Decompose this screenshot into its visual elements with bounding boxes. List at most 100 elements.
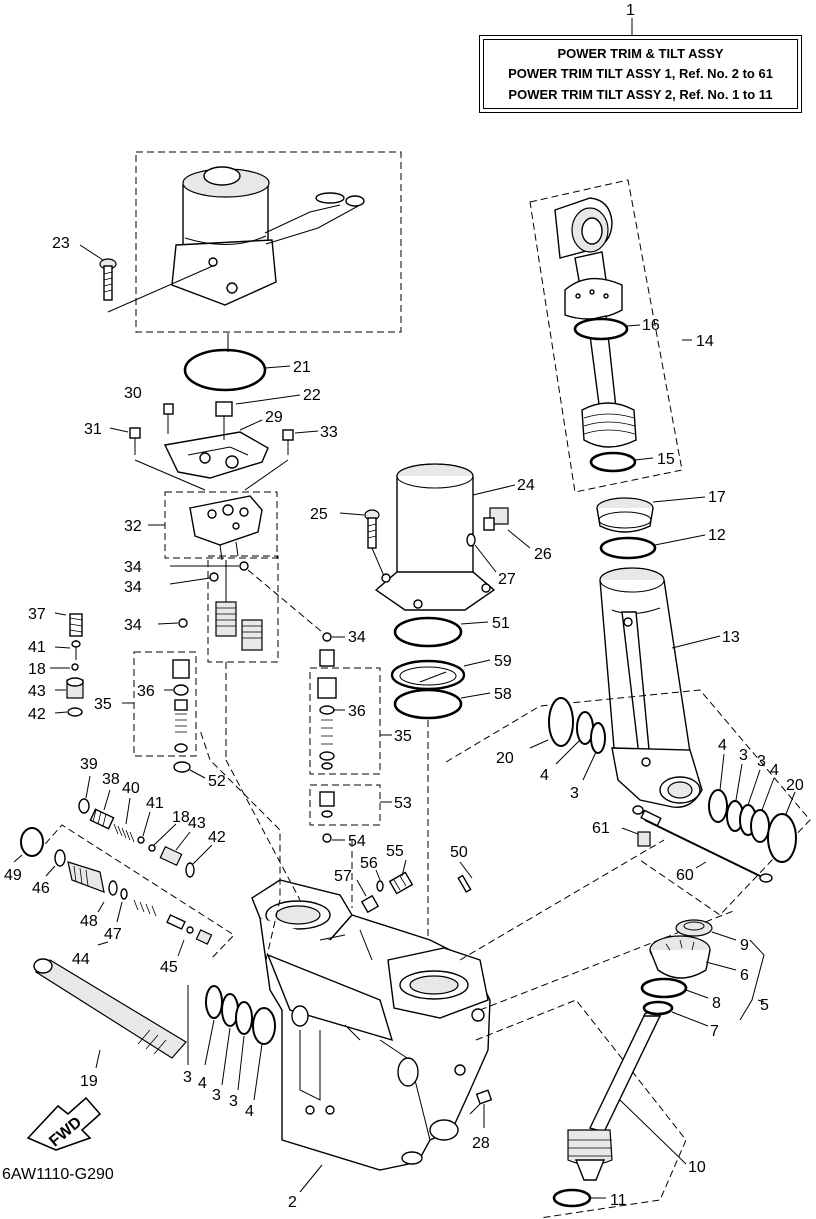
callout-43: 43 <box>28 683 46 700</box>
callout-3: 3 <box>229 1093 238 1110</box>
callout-11: 11 <box>610 1192 627 1209</box>
callout-26: 26 <box>534 546 552 563</box>
bushing-20-right <box>767 813 797 863</box>
leader-48 <box>97 901 105 913</box>
callout-58: 58 <box>494 686 512 703</box>
callout-43: 43 <box>188 815 206 832</box>
o-ring-42-right <box>185 862 195 878</box>
callout-3: 3 <box>212 1087 221 1104</box>
callout-54: 54 <box>348 833 366 850</box>
leader-22 <box>235 394 301 405</box>
leader-42a <box>54 711 68 714</box>
callout-4: 4 <box>770 762 779 779</box>
bushing-4-right-b <box>750 809 770 843</box>
pump-body-32 <box>189 495 263 561</box>
callout-7: 7 <box>710 1023 719 1040</box>
callout-51: 51 <box>492 615 510 632</box>
callout-28: 28 <box>472 1135 490 1152</box>
callout-41: 41 <box>28 639 46 656</box>
diagram-reference-code: 6AW1110-G290 <box>2 1166 114 1183</box>
callout-18: 18 <box>172 809 190 826</box>
callout-5: 5 <box>760 997 769 1014</box>
gear-left <box>215 560 237 637</box>
callout-34: 34 <box>124 579 142 596</box>
callout-35: 35 <box>394 728 412 745</box>
ball-18-right <box>148 844 156 852</box>
ball-34-a <box>239 561 249 571</box>
callout-35: 35 <box>94 696 112 713</box>
o-ring-46 <box>54 849 66 867</box>
callout-23: 23 <box>52 235 70 252</box>
callout-15: 15 <box>657 451 675 468</box>
leader-19 <box>95 1049 101 1069</box>
ball-18-left <box>71 663 79 671</box>
bolt-23 <box>99 258 117 301</box>
gland-17 <box>596 497 654 533</box>
leader-38 <box>103 789 111 811</box>
callout-25: 25 <box>310 506 328 523</box>
piston-6 <box>649 935 711 979</box>
screw-33 <box>282 429 294 455</box>
spring-40 <box>113 823 135 843</box>
piston-9 <box>675 919 713 937</box>
callout-20: 20 <box>496 750 514 767</box>
callout-39: 39 <box>80 756 98 773</box>
leader-4d <box>204 1019 215 1066</box>
callout-37: 37 <box>28 606 46 623</box>
callout-40: 40 <box>122 780 140 797</box>
callout-29: 29 <box>265 409 283 426</box>
plate-29 <box>163 431 269 479</box>
leader-3e <box>237 1035 245 1091</box>
callout-44: 44 <box>72 951 90 968</box>
ground-wire-60 <box>640 809 773 883</box>
callout-20: 20 <box>786 777 804 794</box>
o-ring-3-left <box>590 722 606 754</box>
shaft-10-group-box <box>475 999 687 1219</box>
callout-1: 1 <box>626 2 635 19</box>
callout-3: 3 <box>183 1069 192 1086</box>
callout-31: 31 <box>84 421 102 438</box>
o-ring-27 <box>466 533 476 547</box>
leader-9 <box>711 931 737 941</box>
callout-13: 13 <box>722 629 740 646</box>
bolt-28 <box>469 1089 493 1115</box>
leader-21 <box>264 365 291 369</box>
callout-46: 46 <box>32 880 50 897</box>
ball-34-c <box>178 618 188 628</box>
callout-21: 21 <box>293 359 311 376</box>
callout-49: 49 <box>4 867 22 884</box>
o-ring-42-left <box>67 707 83 717</box>
leader-27 <box>474 544 497 573</box>
link-gear-b <box>225 759 301 901</box>
circlip-49 <box>20 827 44 857</box>
o-ring-12 <box>599 536 657 560</box>
screw-31 <box>129 427 141 455</box>
leader-40 <box>125 797 131 825</box>
callout-30: 30 <box>124 385 142 402</box>
motor-group-box <box>135 151 402 333</box>
bolt-61 <box>632 805 651 847</box>
bushing-4-left-b <box>252 1007 276 1045</box>
leader-13 <box>671 635 721 649</box>
callout-18: 18 <box>28 661 46 678</box>
o-ring-39 <box>78 798 90 814</box>
leader-57 <box>356 879 367 897</box>
plug-57 <box>360 894 380 914</box>
housing-2 <box>251 879 491 1171</box>
leader-10 <box>619 1099 687 1165</box>
valve-55 <box>388 871 414 895</box>
valve-stack-right <box>317 649 337 843</box>
o-ring-7 <box>642 1000 674 1016</box>
leader-44 <box>97 941 109 946</box>
trunnion-group-box <box>445 689 811 916</box>
callout-8: 8 <box>712 995 721 1012</box>
callout-52: 52 <box>208 773 226 790</box>
pin-50 <box>457 874 472 893</box>
leader-20b <box>785 791 796 815</box>
plug-43-right <box>159 845 183 867</box>
callout-41: 41 <box>146 795 164 812</box>
leader-50 <box>459 861 473 879</box>
callout-12: 12 <box>708 527 726 544</box>
callout-36: 36 <box>348 703 366 720</box>
